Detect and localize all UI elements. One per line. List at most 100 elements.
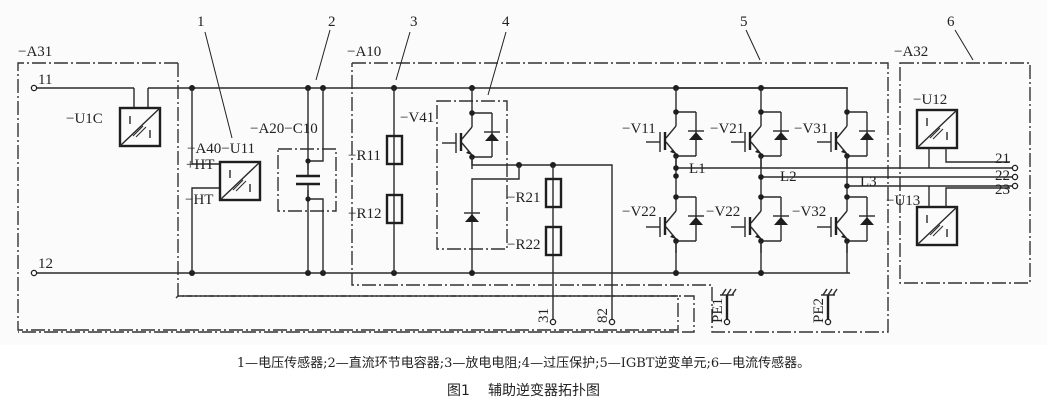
callout-3: 3 xyxy=(410,14,418,30)
label-HT-minus: −HT xyxy=(185,192,213,208)
pe2-hatch xyxy=(822,288,828,296)
node xyxy=(673,165,679,171)
label-A10: −A10 xyxy=(347,44,381,60)
pe2-hatch xyxy=(832,288,838,296)
label-U12: −U12 xyxy=(913,92,947,108)
resistor-R12-icon xyxy=(385,193,404,225)
label-V32: −V32 xyxy=(792,204,826,220)
diode-icon xyxy=(465,214,479,222)
wire-diode xyxy=(471,165,520,273)
terminal-23[interactable] xyxy=(1011,182,1019,190)
figure-legend: 1—电压传感器;2—直流环节电容器;3—放电电阻;4—过压保护;5—IGBT逆变… xyxy=(236,356,811,371)
terminal-11[interactable] xyxy=(30,84,38,92)
igbt-V41-icon xyxy=(440,108,502,171)
label-V21: −V21 xyxy=(710,121,744,137)
igbt-V11-icon xyxy=(644,107,706,170)
callout-3-leader xyxy=(395,31,411,81)
label-L3: L3 xyxy=(860,174,877,190)
wire-c10-c xyxy=(308,198,324,273)
wire-u13-out xyxy=(945,187,1010,207)
label-A31: −A31 xyxy=(18,44,52,60)
label-HT-plus: +HT xyxy=(186,157,214,173)
label-V11: −V11 xyxy=(622,121,656,137)
wire-v41-82 xyxy=(471,157,613,320)
terminal-12[interactable] xyxy=(30,269,38,277)
callout-5: 5 xyxy=(740,14,748,30)
wire-ht-plus xyxy=(191,88,220,165)
terminal-82[interactable] xyxy=(608,318,616,326)
label-terminal-22: 22 xyxy=(995,168,1010,184)
label-A32: −A32 xyxy=(894,44,928,60)
callout-1: 1 xyxy=(197,14,205,30)
label-terminal-31: 31 xyxy=(536,308,552,323)
label-PE2: PE2 xyxy=(811,298,827,323)
label-L2: L2 xyxy=(780,169,797,185)
callout-2-leader xyxy=(315,29,331,81)
pe2-hatch xyxy=(827,288,833,296)
wire-c10-b xyxy=(308,88,324,162)
terminal-22[interactable] xyxy=(1011,173,1019,181)
label-terminal-11: 11 xyxy=(38,72,52,88)
terminal-31[interactable] xyxy=(549,318,557,326)
label-R11: −R11 xyxy=(348,148,381,164)
node xyxy=(844,183,850,189)
label-V12: −V22 xyxy=(622,204,656,220)
resistor-R21-icon xyxy=(544,177,563,209)
node xyxy=(469,270,475,276)
label-R12: −R12 xyxy=(348,206,381,222)
label-R22: −R22 xyxy=(507,237,540,253)
converter-U1C-icon xyxy=(118,106,162,148)
callout-4: 4 xyxy=(502,14,510,30)
label-R21: −R21 xyxy=(507,190,540,206)
wire-ht-minus xyxy=(191,187,220,273)
terminal-21[interactable] xyxy=(1011,164,1019,172)
label-A40-U11: −A40−U11 xyxy=(187,141,255,157)
callout-4-leader xyxy=(487,31,507,96)
label-V31: −V31 xyxy=(794,121,828,137)
node xyxy=(673,173,679,179)
node xyxy=(758,270,764,276)
igbt-V21-icon xyxy=(729,107,791,170)
label-V41: −V41 xyxy=(400,110,434,126)
callout-5-leader xyxy=(745,29,761,61)
block-A20-outline xyxy=(277,148,337,212)
node xyxy=(758,174,764,180)
current-sensor-U13-icon xyxy=(915,205,959,247)
block-A32-outline xyxy=(899,62,1031,284)
callout-1-leader xyxy=(204,31,233,139)
label-V22: −V22 xyxy=(706,204,740,220)
pe1-hatch xyxy=(726,288,732,296)
pe1-hatch xyxy=(721,288,727,296)
callout-6: 6 xyxy=(947,14,955,30)
block-A10-outline xyxy=(351,62,889,333)
block-31-82-outline xyxy=(18,295,695,333)
terminal-PE1[interactable] xyxy=(723,318,731,326)
current-sensor-U12-icon xyxy=(915,108,959,150)
label-A20-C10: −A20−C10 xyxy=(250,121,318,137)
callout-6-leader xyxy=(954,29,974,61)
resistor-R11-icon xyxy=(385,134,404,166)
label-terminal-21: 21 xyxy=(995,151,1010,167)
circuit-diagram: 1 2 3 4 5 6 −A31 −A10 −A32 −A40−U11 −A20… xyxy=(17,14,1031,333)
node xyxy=(673,270,679,276)
label-U13: −U13 xyxy=(886,193,920,209)
figure-title: 辅助逆变器拓扑图 xyxy=(487,383,600,399)
wire-u12-out xyxy=(945,148,1010,163)
callout-2: 2 xyxy=(328,14,336,30)
schematic-svg: 1 2 3 4 5 6 −A31 −A10 −A32 −A40−U11 −A20… xyxy=(17,14,1031,333)
figure-caption: 图1 辅助逆变器拓扑图 xyxy=(0,380,1047,400)
pe1-hatch xyxy=(731,288,737,296)
label-U1C: −U1C xyxy=(66,111,103,127)
label-terminal-82: 82 xyxy=(595,308,611,323)
resistor-R22-icon xyxy=(544,225,563,257)
label-terminal-23: 23 xyxy=(995,182,1010,198)
label-L1: L1 xyxy=(689,161,706,177)
igbt-V31-icon xyxy=(815,107,877,170)
terminal-PE2[interactable] xyxy=(824,318,832,326)
figure-number: 图1 xyxy=(447,383,470,399)
label-PE1: PE1 xyxy=(710,298,726,323)
block-A40-outline xyxy=(177,63,678,297)
converter-U11-icon xyxy=(218,160,262,202)
block-A31-outline xyxy=(17,62,679,331)
block-sub-outline xyxy=(175,295,179,299)
